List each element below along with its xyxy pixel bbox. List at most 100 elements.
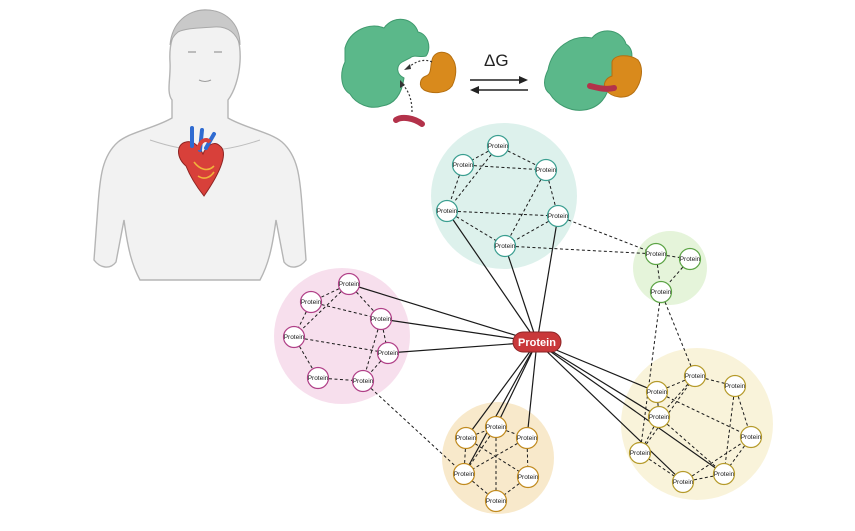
human-body-illustration <box>93 9 307 281</box>
arrowhead-peptide <box>400 80 405 88</box>
node-circle <box>484 415 508 439</box>
node-circle <box>516 465 540 489</box>
node-label: Protein <box>486 424 507 431</box>
edge-hub-spoke <box>387 341 538 354</box>
node-label: Protein <box>456 435 477 442</box>
node-circle <box>671 470 695 494</box>
protein-node-teal: Protein <box>435 199 459 223</box>
node-label: Protein <box>378 350 399 357</box>
hair <box>169 9 241 46</box>
node-circle <box>452 462 476 486</box>
edge-hub-spoke <box>536 215 559 343</box>
node-circle <box>649 280 673 304</box>
node-label: Protein <box>353 378 374 385</box>
node-label: Protein <box>714 471 735 478</box>
edge-yellow <box>656 391 660 418</box>
protein-node-yellow: Protein <box>723 374 747 398</box>
node-circle <box>628 441 652 465</box>
protein-node-teal: Protein <box>546 204 570 228</box>
face-mouth <box>198 79 212 82</box>
protein-node-yellow: Protein <box>628 441 652 465</box>
arrowhead-partner <box>404 64 411 70</box>
network-nodes: ProteinProteinProteinProteinProteinProte… <box>282 134 763 513</box>
edge-hub-spoke <box>495 341 538 428</box>
edge-teal <box>446 210 506 247</box>
protein-node-green: Protein <box>678 247 702 271</box>
protein-node-pink: Protein <box>351 369 375 393</box>
node-label: Protein <box>741 434 762 441</box>
protein-node-orange: Protein <box>454 426 478 450</box>
edge-hub-spoke <box>465 341 538 439</box>
edge-teal <box>446 210 559 217</box>
node-circle <box>546 204 570 228</box>
node-label: Protein <box>685 373 706 380</box>
node-circle <box>486 134 510 158</box>
node-circle <box>683 364 707 388</box>
edge-pink <box>310 301 382 320</box>
protein-node-yellow: Protein <box>647 405 671 429</box>
edge-pink <box>293 336 389 354</box>
node-circle <box>534 158 558 182</box>
binding-illustration: ΔG <box>341 18 642 127</box>
node-circle <box>484 489 508 513</box>
protein-node-yellow: Protein <box>683 364 707 388</box>
node-circle <box>723 374 747 398</box>
protein-node-orange: Protein <box>515 426 539 450</box>
edge-hub-spoke <box>348 283 538 343</box>
edge-cross-cluster <box>660 291 696 377</box>
protein-node-orange: Protein <box>452 462 476 486</box>
node-label: Protein <box>630 450 651 457</box>
edge-teal <box>446 145 499 212</box>
edge-hub-spoke <box>536 341 660 418</box>
protein-node-orange: Protein <box>484 489 508 513</box>
protein-node-teal: Protein <box>534 158 558 182</box>
node-circle <box>515 426 539 450</box>
edge-hub-spoke <box>446 210 538 343</box>
forward-arrowhead <box>519 76 528 84</box>
protein-node-green: Protein <box>649 280 673 304</box>
edge-orange <box>463 426 497 475</box>
dotted-arrow-peptide <box>401 83 413 113</box>
edge-hub-spoke <box>536 341 725 475</box>
node-label: Protein <box>453 162 474 169</box>
node-label: Protein <box>488 143 509 150</box>
node-label: Protein <box>495 243 516 250</box>
edge-orange <box>463 437 528 475</box>
protein-node-teal: Protein <box>486 134 510 158</box>
node-label: Protein <box>284 334 305 341</box>
edge-yellow <box>658 416 725 475</box>
node-label: Protein <box>647 389 668 396</box>
edge-hub-spoke <box>463 341 538 475</box>
edge-hub-spoke <box>536 341 684 483</box>
dotted-arrow-partner <box>407 59 433 69</box>
node-circle <box>337 272 361 296</box>
protein-node-pink: Protein <box>337 272 361 296</box>
node-circle <box>435 199 459 223</box>
node-label: Protein <box>308 375 329 382</box>
node-label: Protein <box>301 299 322 306</box>
node-label: Protein <box>725 383 746 390</box>
edge-teal <box>462 164 547 171</box>
node-label: Protein <box>339 281 360 288</box>
protein-node-pink: Protein <box>306 366 330 390</box>
node-label: Protein <box>486 498 507 505</box>
node-label: Protein <box>651 289 672 296</box>
protein-node-teal: Protein <box>451 153 475 177</box>
ligand-protein-unbound <box>341 18 430 108</box>
edge-yellow <box>723 385 736 475</box>
node-circle <box>647 405 671 429</box>
edge-pink <box>293 283 350 338</box>
hub-label: Protein <box>518 337 556 349</box>
node-label: Protein <box>548 213 569 220</box>
delta-g-label: ΔG <box>484 51 509 70</box>
node-circle <box>451 153 475 177</box>
protein-node-yellow: Protein <box>712 462 736 486</box>
edge-cross-cluster <box>362 380 465 475</box>
node-circle <box>282 325 306 349</box>
node-label: Protein <box>517 435 538 442</box>
heart-icon <box>178 126 224 197</box>
node-circle <box>376 341 400 365</box>
protein-node-pink: Protein <box>369 307 393 331</box>
node-label: Protein <box>371 316 392 323</box>
